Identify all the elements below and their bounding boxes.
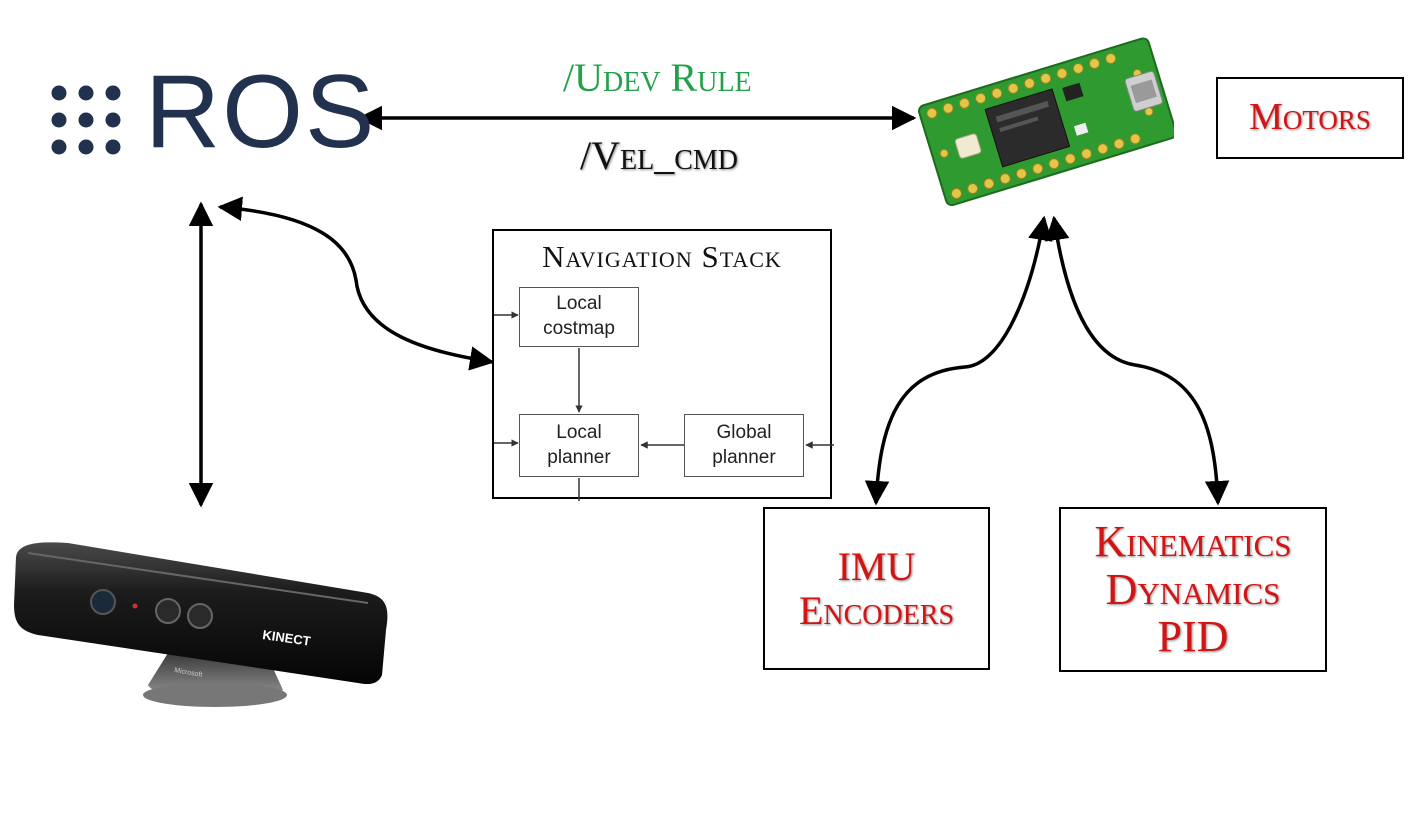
local-planner-node: Local planner [519,414,639,477]
kinematics-dynamics-pid-box: Kinematics Dynamics PID [1059,507,1327,672]
encoders-label: Encoders [798,587,955,633]
local-planner-line2: planner [547,446,611,468]
local-planner-line1: Local [556,421,602,443]
ros-dots-icon [51,85,121,155]
ros-logo: ROS [50,60,374,170]
navigation-stack-title: Navigation Stack [542,239,782,274]
pid-label: PID [1157,612,1229,662]
local-costmap-line2: costmap [543,318,615,339]
navigation-stack-connectors [494,311,834,501]
ros-wordmark: ROS [145,54,377,170]
microsoft-brand-text: Microsoft [174,667,203,679]
local-costmap-node: Local costmap [519,287,639,347]
vel-cmd-label: /Vel_cmd [580,133,738,178]
dynamics-label: Dynamics [1105,564,1281,614]
kinect-sensor-image: KINECT Microsoft [14,542,388,707]
global-planner-node: Global planner [684,414,804,477]
arrow-board-kinematics [1045,215,1230,506]
motors-label: Motors [1249,96,1371,139]
arrow-ros-nav [217,196,495,371]
global-planner-line2: planner [712,446,776,468]
udev-rule-label: /Udev Rule [563,55,752,100]
navigation-stack-box: Navigation Stack Local costmap Local pla [492,229,834,501]
motors-box: Motors [1216,77,1404,159]
kinematics-label: Kinematics [1094,517,1292,567]
imu-encoders-box: IMU Encoders [763,507,990,670]
global-planner-line1: Global [716,421,772,443]
kinect-brand-text: KINECT [262,627,312,649]
imu-label: IMU [837,544,916,590]
arrow-board-imu [864,215,1053,506]
microcontroller-board-image [918,37,1174,207]
local-costmap-line1: Local [556,293,602,315]
